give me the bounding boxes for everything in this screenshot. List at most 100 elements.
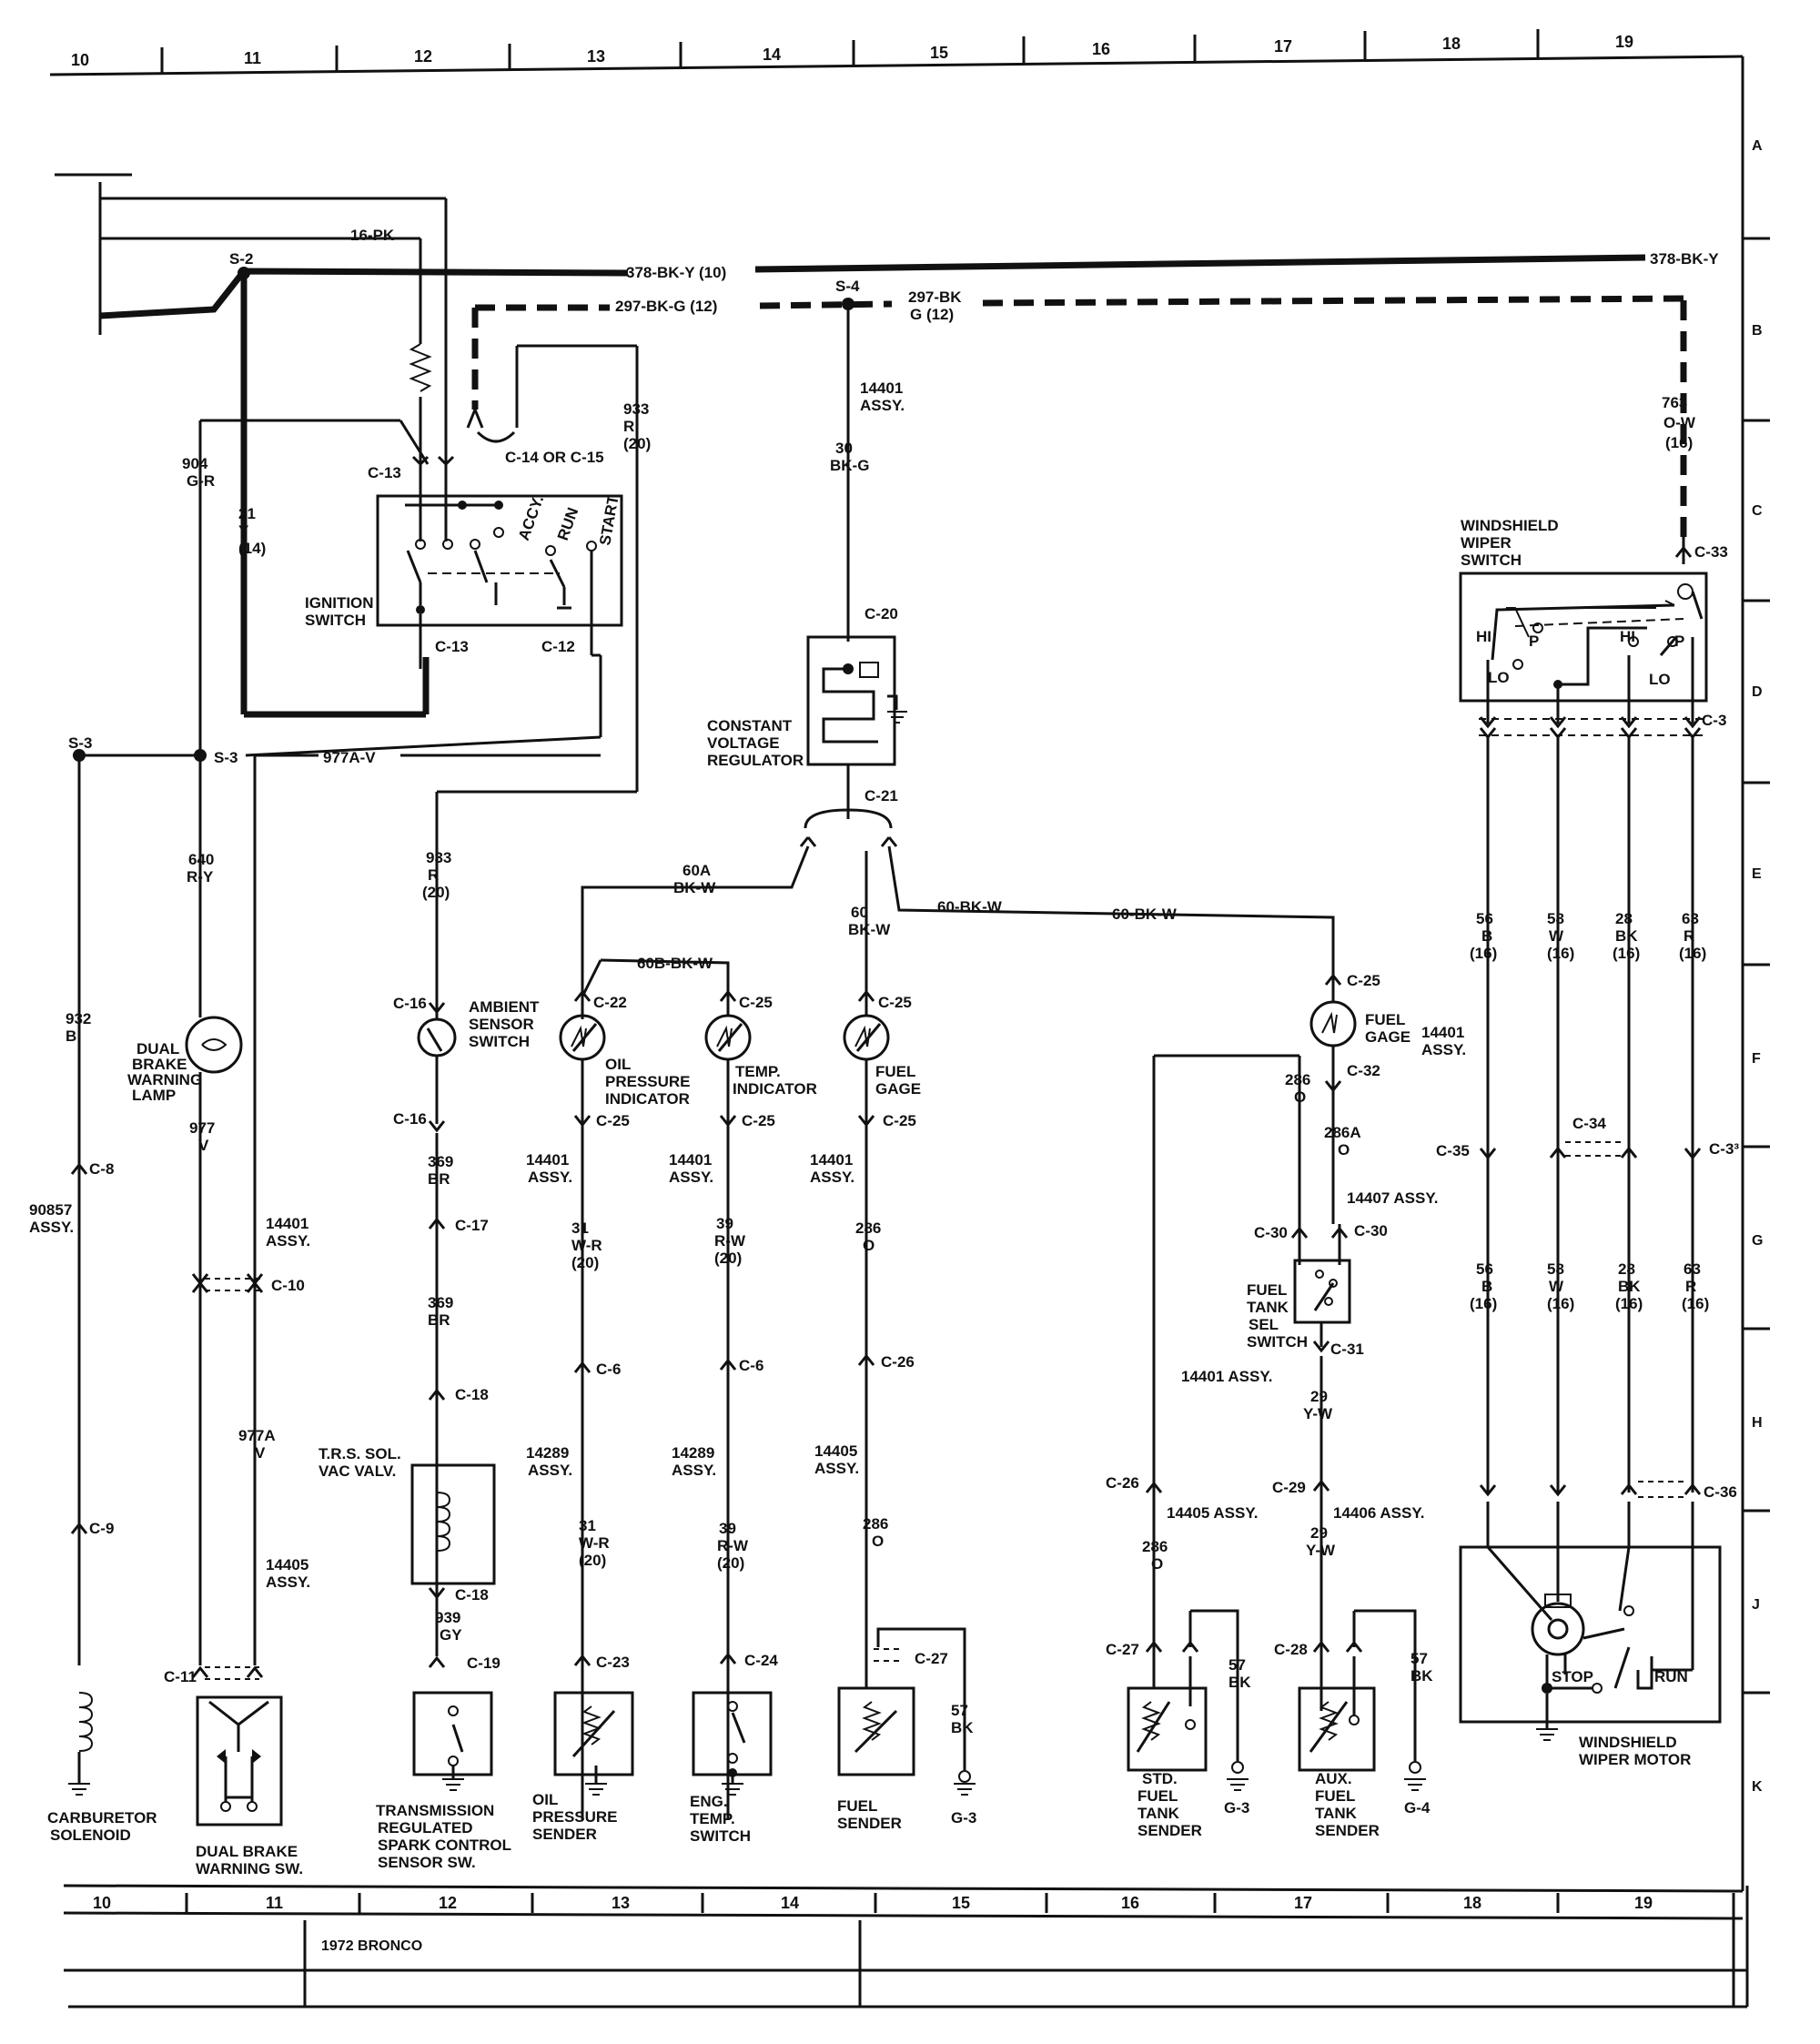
connector-c18-top: C-18 <box>455 1386 489 1403</box>
title-block-model: 1972 BRONCO <box>321 1938 422 1954</box>
connector-c13-top: C-13 <box>368 464 401 481</box>
connector-c8: C-8 <box>89 1160 114 1178</box>
assy-14405-c: 14405 ASSY. <box>1167 1504 1259 1522</box>
s3-bus <box>73 469 601 1665</box>
ignition-run: RUN <box>554 505 581 542</box>
col-14: 14 <box>763 46 781 64</box>
connector-c18-bottom: C-18 <box>455 1586 489 1604</box>
ignition-start: START <box>596 493 622 546</box>
connector-c25-fuel-top: C-25 <box>878 994 912 1011</box>
conn-c10-mark <box>191 1273 264 1293</box>
wire-60b-path <box>600 958 730 997</box>
ignition-accy: ACCY. <box>515 493 547 542</box>
col-17: 17 <box>1274 37 1292 56</box>
assy-14406: 14406 ASSY. <box>1333 1504 1425 1522</box>
wiper-hi-2: HI <box>1620 628 1635 645</box>
connector-c27-a: C-27 <box>915 1650 948 1667</box>
connector-c13-bottom: C-13 <box>435 638 469 655</box>
row-B: B <box>1752 323 1763 339</box>
trs-sensor-switch <box>412 1691 493 1791</box>
col-16: 16 <box>1092 40 1110 58</box>
col-13: 13 <box>587 47 605 66</box>
wiper-hi-1: HI <box>1476 628 1491 645</box>
std-fuel-tank-sender <box>1127 1493 1249 1791</box>
wiper-lo-2: LO <box>1649 671 1671 688</box>
ground-g4: G-4 <box>1404 1799 1431 1816</box>
conn-c6-a-mark <box>573 1361 592 1373</box>
column-labels-bottom: 10 11 12 13 14 15 16 17 18 19 <box>93 1894 1653 1912</box>
wire-16-pk: 16-PK <box>350 227 395 244</box>
wiper-p-1: P <box>1529 632 1539 650</box>
column-ticks-top <box>160 29 1540 73</box>
row-K: K <box>1752 1779 1763 1795</box>
eng-temp-switch <box>692 1691 773 1796</box>
connector-c20: C-20 <box>864 605 898 622</box>
wiper-motor-run: RUN <box>1654 1668 1688 1685</box>
connector-c27-b: C-27 <box>1106 1641 1139 1658</box>
temp-indicator-label: TEMP.INDICATOR <box>733 1063 817 1098</box>
wiper-p-2: P <box>1674 632 1684 650</box>
connector-c26-a: C-26 <box>881 1353 915 1371</box>
row-F: F <box>1752 1051 1761 1067</box>
connector-c36: C-36 <box>1704 1483 1737 1501</box>
dual-brake-warning-switch <box>191 1665 283 1826</box>
row-ticks-right <box>1743 237 1770 1695</box>
col-14-bottom: 14 <box>781 1894 799 1912</box>
dual-brake-warning-lamp <box>185 1016 243 1665</box>
column-labels-top: 10 11 12 13 14 15 16 17 18 19 <box>71 33 1633 69</box>
connector-c16-top: C-16 <box>393 995 427 1012</box>
connector-c32: C-32 <box>1347 1062 1380 1079</box>
connector-c30-left: C-30 <box>1254 1224 1288 1241</box>
wire-977a-v-label: 977A-V <box>323 749 376 766</box>
fuel-sender <box>837 1627 976 1796</box>
aux-fuel-tank-sender <box>1298 1609 1426 1791</box>
connector-c19: C-19 <box>467 1654 500 1672</box>
row-C: C <box>1752 503 1763 519</box>
wire-60-bk-w-2: 60-BK-W <box>1112 906 1178 923</box>
col-10-bottom: 10 <box>93 1894 111 1912</box>
splice-s3-left: S-3 <box>68 734 92 752</box>
col-11-bottom: 11 <box>266 1894 283 1912</box>
connector-c31: C-31 <box>1330 1341 1364 1358</box>
wire-60-bk-w-1: 60-BK-W <box>937 898 1003 916</box>
constant-voltage-regulator <box>581 304 1335 1019</box>
col-18-bottom: 18 <box>1463 1894 1481 1912</box>
row-E: E <box>1752 866 1762 882</box>
ground-g3-a: G-3 <box>951 1809 976 1826</box>
connector-c25-fuel: C-25 <box>883 1112 916 1129</box>
connector-c25-temp-top: C-25 <box>739 994 773 1011</box>
connector-c3: C-3 <box>1702 712 1726 729</box>
conn-c9-mark <box>70 1522 88 1534</box>
col-11: 11 <box>244 49 261 67</box>
wiper-conns-c36 <box>1479 1481 1702 1498</box>
